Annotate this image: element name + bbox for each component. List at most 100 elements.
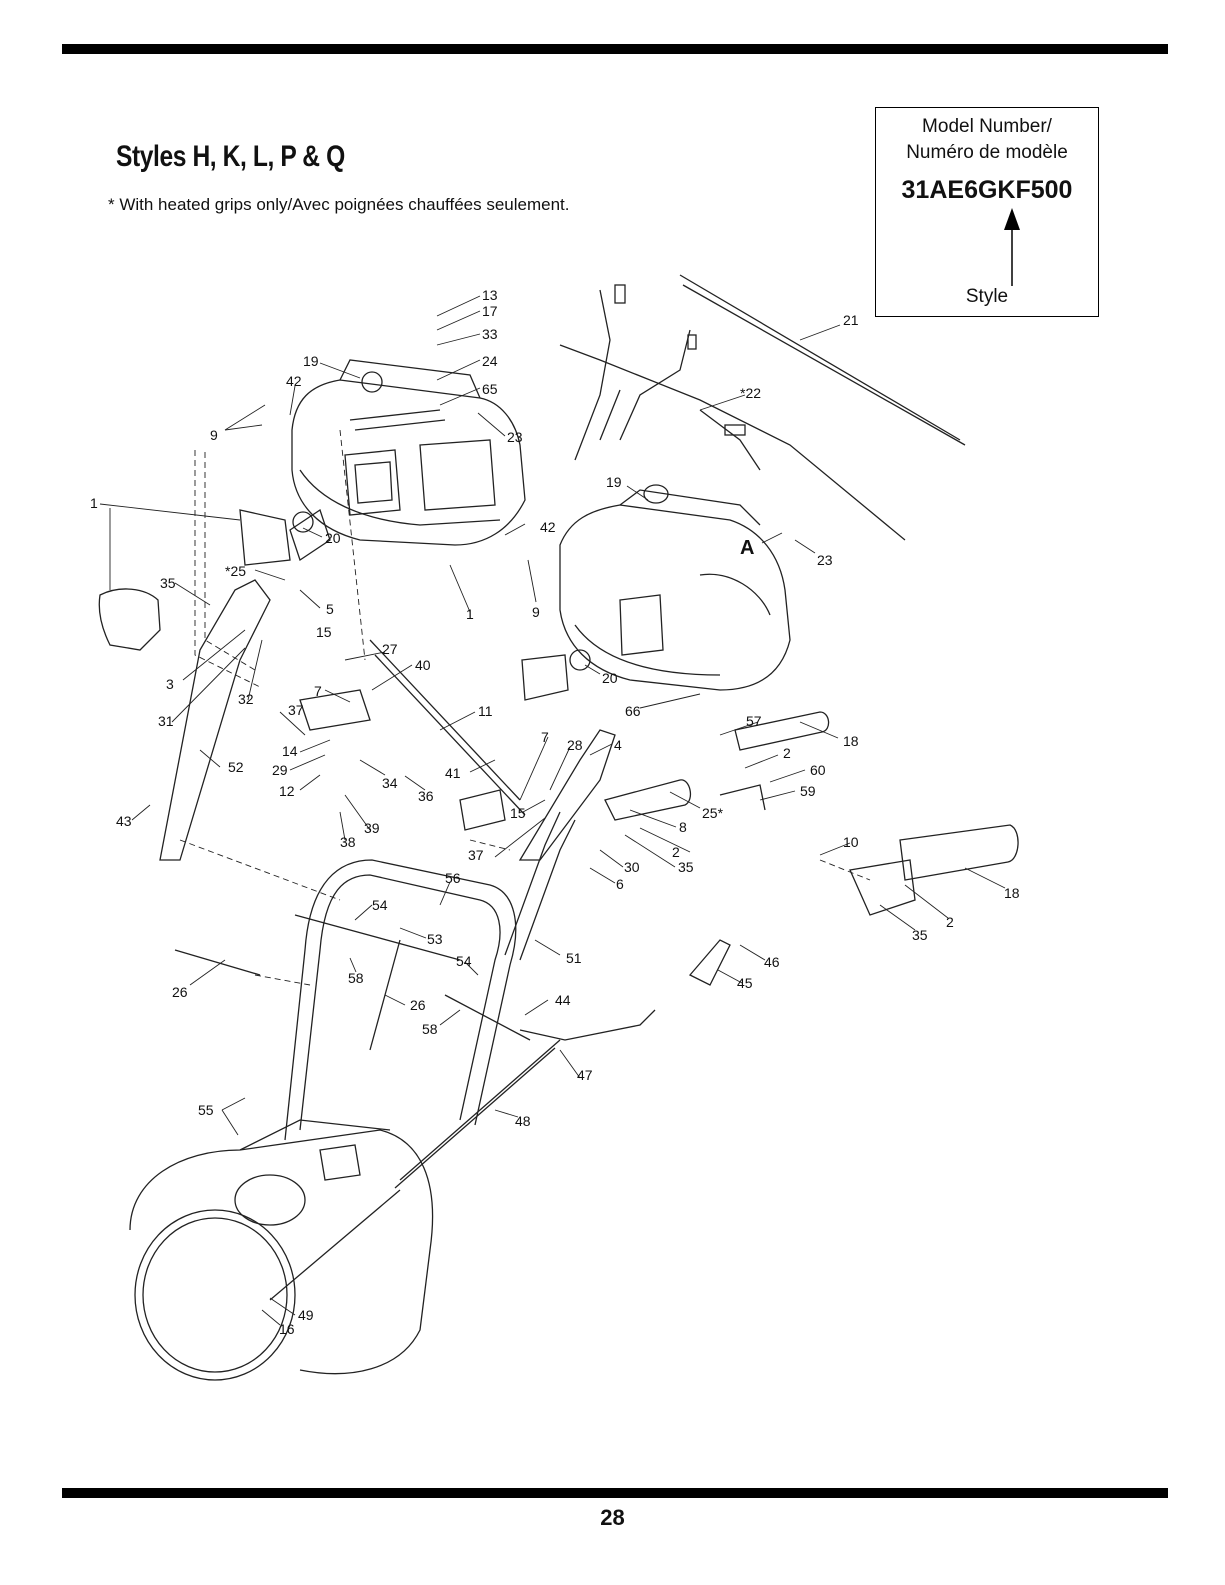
callout-60: 60	[810, 762, 826, 778]
callout-13: 13	[482, 287, 498, 303]
callout-8: 8	[679, 819, 687, 835]
callout-16: 16	[279, 1321, 295, 1337]
lower-console-housing	[559, 489, 791, 691]
callout-23a: 23	[507, 429, 523, 445]
callout-41: 41	[445, 765, 461, 781]
callout-65: 65	[482, 381, 498, 397]
callout-32: 32	[238, 691, 254, 707]
upper-console-housing	[291, 359, 526, 546]
page-number: 28	[600, 1505, 625, 1530]
callout-7b: 7	[541, 729, 549, 745]
callout-28: 28	[567, 737, 583, 753]
callout-54b: 54	[456, 953, 472, 969]
model-number: 31AE6GKF500	[901, 176, 1073, 204]
callout-66: 66	[625, 703, 641, 719]
callout-2b: 2	[672, 844, 680, 860]
callout-53: 53	[427, 931, 443, 947]
top-rule	[62, 44, 1168, 54]
callout-24: 24	[482, 353, 498, 369]
callout-29: 29	[272, 762, 288, 778]
callout-30: 30	[624, 859, 640, 875]
callout-22: *22	[740, 385, 761, 401]
callout-25b: 25*	[702, 805, 724, 821]
callout-52: 52	[228, 759, 244, 775]
callout-20a: 20	[325, 530, 341, 546]
callout-59: 59	[800, 783, 816, 799]
callout-15b: 15	[510, 805, 526, 821]
callout-42a: 42	[286, 373, 302, 389]
callout-25a: *25	[225, 563, 246, 579]
callout-20b: 20	[602, 670, 618, 686]
callout-26a: 26	[172, 984, 188, 1000]
callout-47: 47	[577, 1067, 593, 1083]
lamp-20a-icon	[292, 511, 314, 533]
callout-56: 56	[445, 870, 461, 886]
lower-handle	[174, 811, 731, 1301]
callout-10: 10	[843, 834, 859, 850]
callout-40: 40	[415, 657, 431, 673]
callout-54a: 54	[372, 897, 388, 913]
callout-34: 34	[382, 775, 398, 791]
model-number-box: Model Number/ Numéro de modèle 31AE6GKF5…	[875, 107, 1099, 317]
cover-1-icon	[239, 509, 291, 566]
callout-38: 38	[340, 834, 356, 850]
callout-37b: 37	[468, 847, 484, 863]
callout-42b: 42	[540, 519, 556, 535]
callout-35c: 35	[912, 927, 928, 943]
lamp-20b-icon	[569, 649, 591, 671]
auger-housing	[129, 1119, 434, 1381]
callout-9a: 9	[210, 427, 218, 443]
callout-49: 49	[298, 1307, 314, 1323]
callout-1b: 1	[466, 606, 474, 622]
callout-35a: 35	[160, 575, 176, 591]
callout-14: 14	[282, 743, 298, 759]
page-title: Styles H, K, L, P & Q	[116, 140, 345, 173]
shroud-1-icon	[98, 588, 161, 651]
style-label: Style	[965, 286, 1009, 307]
callout-58b: 58	[422, 1021, 438, 1037]
callout-9b: 9	[532, 604, 540, 620]
callout-45: 45	[737, 975, 753, 991]
bottom-rule	[62, 1488, 1168, 1498]
callout-37a: 37	[288, 702, 304, 718]
callout-2c: 2	[946, 914, 954, 930]
callout-4: 4	[614, 737, 622, 753]
callout-21: 21	[843, 312, 859, 328]
callout-55: 55	[198, 1102, 214, 1118]
model-number-label-en: Model Number/	[922, 116, 1052, 137]
callout-31: 31	[158, 713, 174, 729]
callout-A: A	[740, 537, 754, 559]
callout-19b: 19	[606, 474, 622, 490]
callout-5: 5	[326, 601, 334, 617]
callout-19a: 19	[303, 353, 319, 369]
model-number-label-fr: Numéro de modèle	[906, 142, 1068, 163]
knob-19b-icon	[643, 484, 669, 504]
callout-46: 46	[764, 954, 780, 970]
callout-18a: 18	[843, 733, 859, 749]
callout-36: 36	[418, 788, 434, 804]
callout-43: 43	[116, 813, 132, 829]
callout-44: 44	[555, 992, 571, 1008]
callout-35b: 35	[678, 859, 694, 875]
callout-39: 39	[364, 820, 380, 836]
callout-15a: 15	[316, 624, 332, 640]
callout-7a: 7	[314, 683, 322, 699]
callout-18b: 18	[1004, 885, 1020, 901]
headlight-66-icon	[521, 654, 569, 701]
handle-assembly	[159, 508, 616, 861]
callout-26b: 26	[410, 997, 426, 1013]
style-arrow-icon	[1004, 208, 1020, 286]
callout-51: 51	[566, 950, 582, 966]
knob-19a-icon	[361, 371, 383, 393]
callout-48: 48	[515, 1113, 531, 1129]
callout-6: 6	[616, 876, 624, 892]
heated-grips	[604, 711, 1019, 916]
callout-57: 57	[746, 713, 762, 729]
heated-grips-note: * With heated grips only/Avec poignées c…	[108, 195, 570, 214]
callout-33: 33	[482, 326, 498, 342]
callout-3: 3	[166, 676, 174, 692]
callout-58a: 58	[348, 970, 364, 986]
callout-17: 17	[482, 303, 498, 319]
callout-23b: 23	[817, 552, 833, 568]
